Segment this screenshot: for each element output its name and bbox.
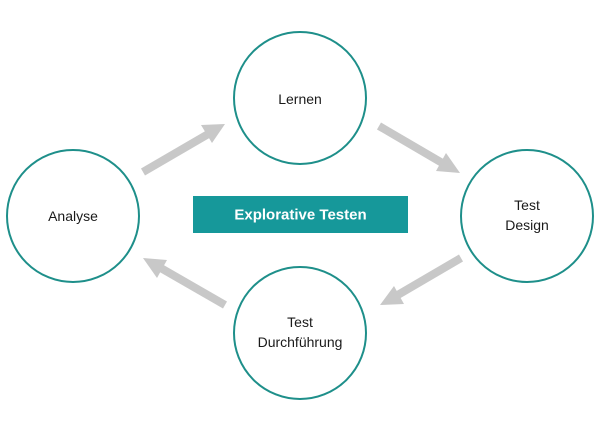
node-lernen: Lernen <box>233 31 367 165</box>
node-lernen-label: Lernen <box>278 91 322 107</box>
center-label: Explorative Testen <box>234 207 366 224</box>
node-test-design-label-line1: Test <box>514 197 540 213</box>
node-test-durchfuehrung: Test Durchführung <box>233 266 367 400</box>
arrow-durchfuehrung-to-analyse <box>143 258 227 309</box>
node-test-design: Test Design <box>460 149 594 283</box>
node-analyse-label: Analyse <box>48 208 98 224</box>
arrow-test-design-to-durchfuehrung <box>380 254 464 305</box>
node-test-durchfuehrung-label-line2: Durchführung <box>258 334 343 350</box>
node-test-design-label-line2: Design <box>505 217 549 233</box>
node-test-durchfuehrung-label-line1: Test <box>287 314 313 330</box>
center-box: Explorative Testen <box>193 196 408 233</box>
arrow-lernen-to-test-design <box>376 122 460 173</box>
arrow-analyse-to-lernen <box>140 124 225 176</box>
node-analyse: Analyse <box>6 149 140 283</box>
